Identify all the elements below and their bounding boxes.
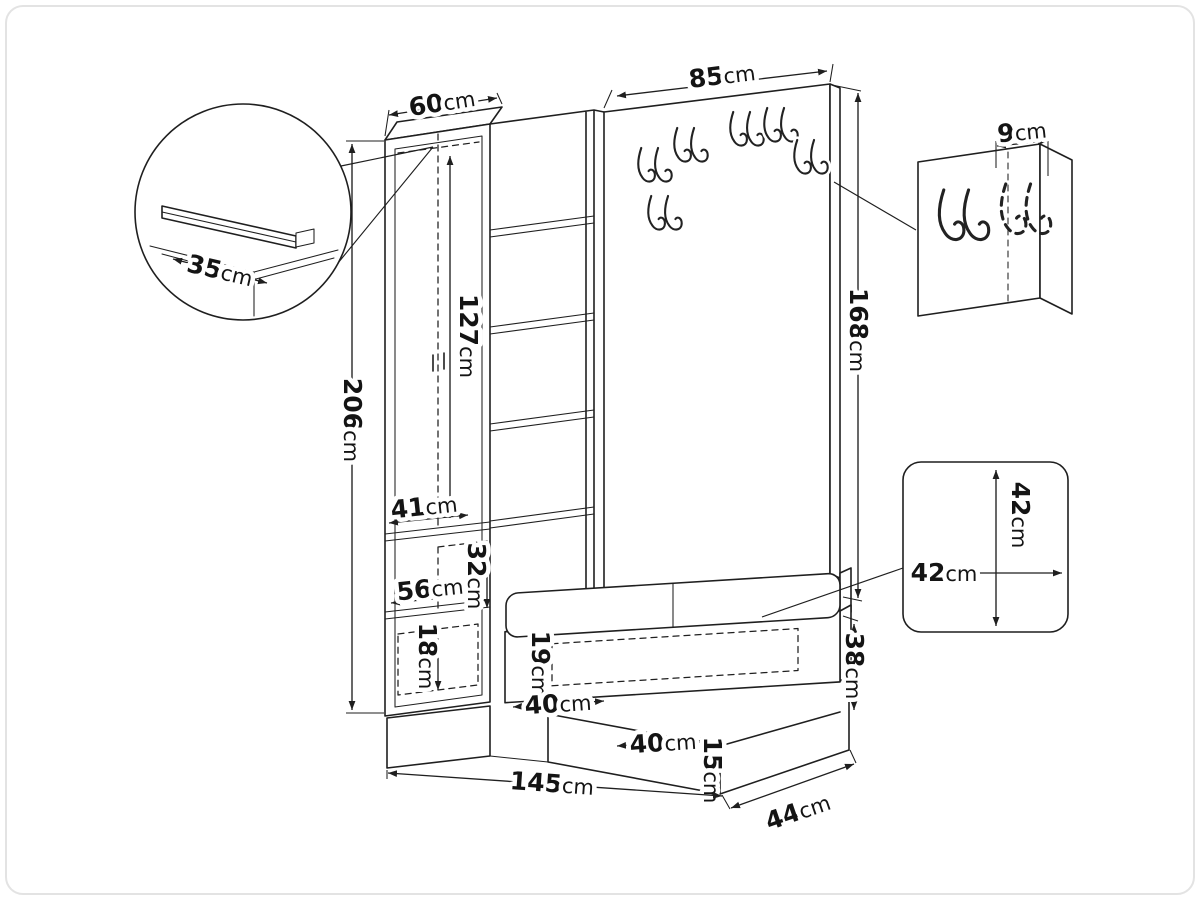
cushion-detail-outline xyxy=(902,461,1069,633)
coat-hook-icon xyxy=(794,140,827,174)
hook-panel-detail xyxy=(917,143,1073,317)
dim-line xyxy=(616,737,710,749)
dim-panel-height-label: 168cm xyxy=(844,288,873,372)
drawer-hidden-box xyxy=(397,623,479,696)
wardrobe-inner-frame xyxy=(394,135,483,708)
panel-side-face xyxy=(829,83,841,579)
dim-bench-height-label: 38cm xyxy=(840,633,869,700)
dim-line xyxy=(387,770,723,799)
coat-hook-icon xyxy=(730,112,763,146)
dim-bench-depth-label: 44cm xyxy=(762,787,835,836)
shelf-lines xyxy=(384,521,491,620)
dim-line xyxy=(616,68,828,99)
coat-hook-icon xyxy=(638,148,671,182)
coat-hook-icon xyxy=(648,196,681,230)
dim-plinth-height-label: 15cm xyxy=(698,737,727,804)
wardrobe xyxy=(384,106,503,769)
dim-ext xyxy=(384,92,503,137)
dim-drawer-height: 18cm xyxy=(409,618,447,694)
dim-bench-opening-left-label: 40cm xyxy=(524,687,593,721)
hook-panel-side-face xyxy=(1039,143,1073,315)
dim-total-width-label: 145cm xyxy=(509,766,595,801)
dim-total-height-label: 206cm xyxy=(338,378,367,462)
shelf-column-frame xyxy=(489,109,605,590)
dim-interior-height: 127cm xyxy=(446,156,488,518)
plinth-right-edges xyxy=(719,681,850,795)
dim-ext xyxy=(995,141,1049,176)
dim-ext xyxy=(346,140,384,714)
dim-bench-height: 38cm xyxy=(836,615,874,710)
dim-top-right-width-label: 85cm xyxy=(687,57,757,94)
dim-line xyxy=(388,512,469,526)
dim-total-height: 206cm xyxy=(334,140,384,714)
leader-line-cushion-detail xyxy=(761,567,904,618)
dim-top-right-width: 85cm xyxy=(603,56,834,109)
dim-ext xyxy=(721,749,857,810)
hook-panel-front-face xyxy=(917,143,1041,317)
dim-panel-height: 168cm xyxy=(831,84,878,602)
dim-drawer-height-label: 18cm xyxy=(413,623,442,690)
dim-cushion-depth: 42cm xyxy=(992,470,1040,626)
dim-line xyxy=(172,257,268,285)
dim-line xyxy=(512,698,605,710)
dim-bench-opening-right-label: 40cm xyxy=(629,726,698,760)
main-unit xyxy=(384,83,852,795)
dim-bench-depth: 44cm xyxy=(721,749,857,841)
coat-hook-icon xyxy=(674,128,707,162)
dim-line xyxy=(388,96,498,117)
dim-ext xyxy=(831,84,863,602)
leader-line-hook-panel xyxy=(833,181,917,231)
door-handles xyxy=(432,352,445,372)
dim-interior-width: 41cm xyxy=(385,487,469,529)
drawer-rail-end-bracket xyxy=(295,228,315,248)
dim-bench-opening-right: 40cm xyxy=(616,723,710,764)
dim-cushion-depth-label: 42cm xyxy=(1006,482,1035,549)
dim-interior-height-label: 127cm xyxy=(454,294,483,378)
dim-plinth-height: 15cm xyxy=(694,732,732,808)
drawer-rail-inner-line xyxy=(161,211,297,243)
dim-cushion-width-label: 42cm xyxy=(911,558,978,587)
wardrobe-base xyxy=(386,705,491,769)
dim-bench-opening-left: 40cm xyxy=(512,684,605,725)
coat-hook-icon xyxy=(764,108,797,142)
dim-ext xyxy=(603,63,834,109)
dim-line xyxy=(390,591,484,606)
dim-line xyxy=(996,138,1048,149)
shelf-column xyxy=(489,109,605,590)
dim-compartment-height: 32cm xyxy=(458,538,496,614)
dim-ext xyxy=(842,615,859,622)
dim-line xyxy=(730,763,855,809)
coat-panel xyxy=(603,83,841,589)
dim-cushion-width: 42cm xyxy=(906,554,1062,592)
shelf-column-shelves xyxy=(489,215,595,529)
dim-bench-opening-height: 19cm xyxy=(522,626,560,702)
bench-hidden-opening xyxy=(551,627,799,687)
hidden-divider-lines xyxy=(437,540,488,613)
cushion-detail xyxy=(902,461,1069,633)
dim-bench-opening-height-label: 19cm xyxy=(526,631,555,698)
bench xyxy=(504,567,852,704)
dim-compartment-height-label: 32cm xyxy=(462,543,491,610)
